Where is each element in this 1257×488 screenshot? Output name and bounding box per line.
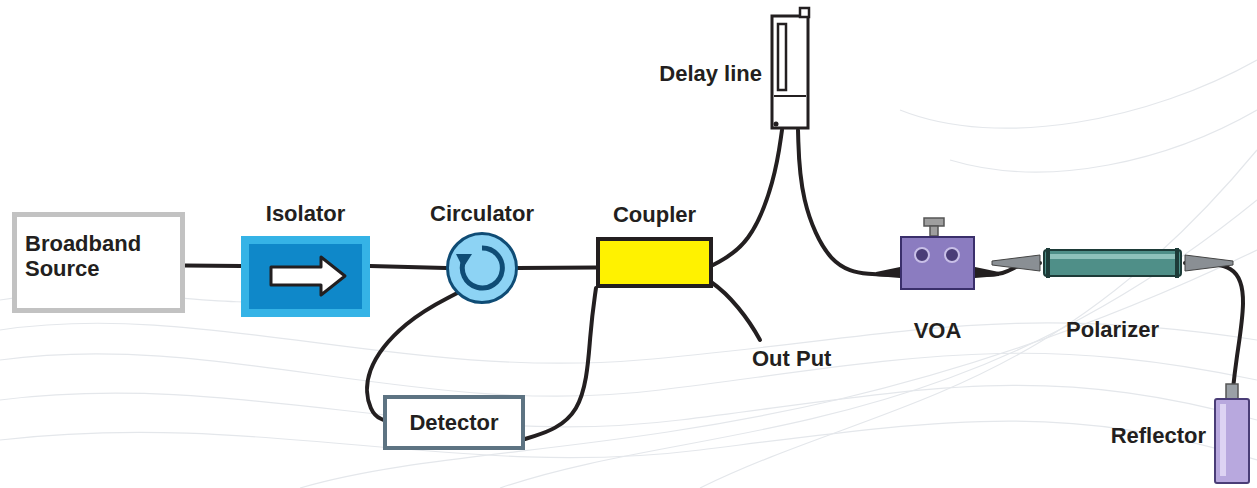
voa-device: VOA [900, 236, 975, 290]
delay-body [772, 16, 808, 128]
polarizer-shine [1050, 254, 1175, 259]
reflector-shine [1220, 404, 1226, 476]
isolator-body [241, 236, 370, 317]
voa-screw [915, 248, 929, 262]
isolator-device-drawing [241, 236, 370, 317]
delay-line-device-drawing [770, 14, 810, 130]
optical-fiber [370, 266, 446, 268]
delay-figure [772, 8, 809, 128]
part-label: VOA [914, 318, 962, 343]
voa-device-drawing [900, 236, 975, 290]
polarizer-taper [992, 255, 1040, 271]
coupler-device: Coupler [596, 237, 713, 288]
port-label: Out Put [752, 346, 831, 372]
optical-fiber [798, 130, 900, 275]
box-label: Broadband Source [25, 231, 175, 282]
output-fiber [711, 282, 760, 340]
circulator-body [448, 234, 517, 303]
delay-knob [800, 8, 809, 17]
part-label: Circulator [430, 201, 534, 226]
part-label: Polarizer [1066, 317, 1159, 342]
delay-seam [774, 95, 806, 97]
polarizer-device: Polarizer [1040, 249, 1185, 277]
rotation-arc [462, 248, 502, 288]
optical-fiber [713, 130, 782, 265]
coupler-figure [598, 239, 711, 286]
coupler-device-drawing [596, 237, 713, 288]
reflector-body [1215, 399, 1249, 483]
coupler-body [598, 239, 711, 286]
isolator-figure [241, 236, 370, 317]
optical-fiber [1185, 263, 1243, 398]
polarizer-ring [1046, 248, 1050, 278]
box-label: Detector [387, 399, 521, 446]
delay-slot [778, 24, 786, 90]
polarizer-figure [992, 248, 1233, 278]
circulator-figure [448, 234, 517, 303]
reflector-neck [1226, 384, 1238, 400]
polarizer-taper [1185, 255, 1233, 271]
part-label: Isolator [266, 201, 345, 226]
direction-arrow [271, 257, 345, 295]
polarizer-ring [1175, 248, 1179, 278]
part-label: Coupler [613, 202, 696, 227]
circulator-device-drawing [446, 232, 518, 304]
circulator-device: Circulator [446, 232, 518, 304]
delay-screw [774, 122, 779, 127]
detector-box: Detector [383, 395, 525, 450]
voa-stem [930, 226, 938, 236]
reflector-device: Reflector [1214, 398, 1250, 484]
voa-body [901, 237, 974, 289]
voa-ferrule [876, 267, 900, 278]
voa-screw [945, 248, 959, 262]
isolator-inner [249, 244, 362, 309]
source-box: Broadband Source [12, 212, 185, 313]
voa-ferrule [975, 267, 999, 278]
reflector-figure [1215, 384, 1249, 483]
polarizer-body [1044, 250, 1181, 276]
rotation-head [456, 254, 472, 268]
voa-knob [924, 218, 944, 226]
optical-fiber [518, 266, 596, 270]
optical-fiber [525, 288, 596, 439]
optical-fiber [185, 264, 241, 268]
isolator-device: Isolator [241, 236, 370, 317]
part-label: Delay line [659, 61, 762, 86]
delay-line-device: Delay line [770, 14, 810, 130]
polarizer-device-drawing [1040, 249, 1185, 277]
part-label: Reflector [1111, 423, 1206, 448]
reflector-device-drawing [1214, 398, 1250, 484]
voa-figure [876, 218, 999, 289]
